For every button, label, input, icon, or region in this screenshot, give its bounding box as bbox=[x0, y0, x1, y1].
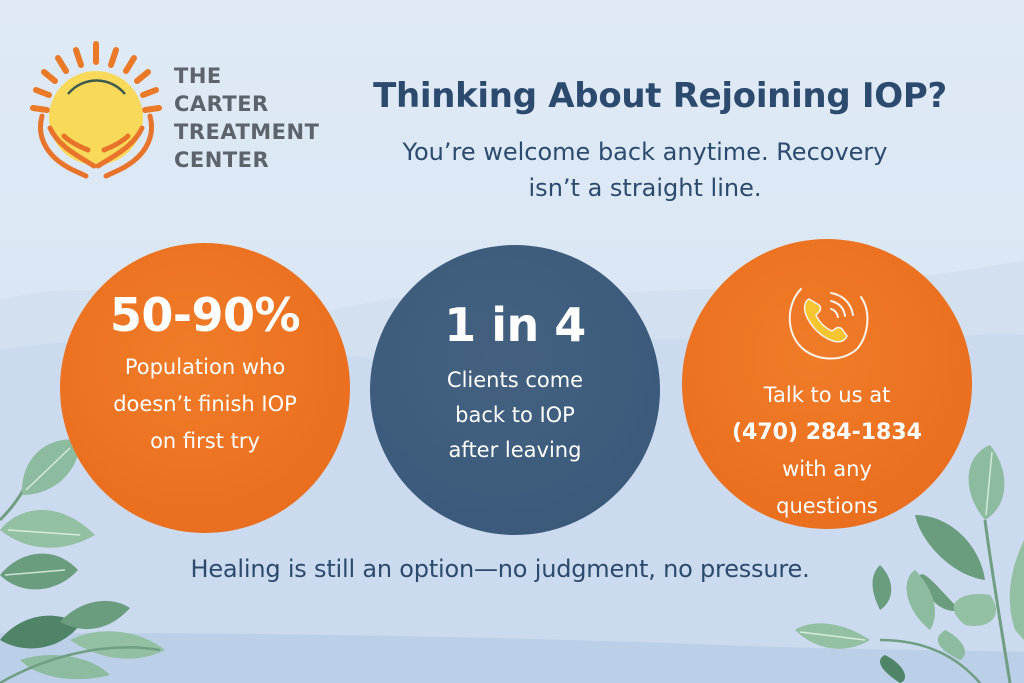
contact-trail-line: questions bbox=[776, 494, 878, 518]
stat-description-line: Clients come bbox=[446, 368, 584, 392]
stat-description-line: doesn’t finish IOP bbox=[113, 392, 297, 416]
stat-circle-incomplete: 50-90% Population who doesn’t finish IOP… bbox=[60, 243, 350, 533]
contact-circle: Talk to us at (470) 284-1834 with any qu… bbox=[682, 239, 972, 529]
stat-circle-return: 1 in 4 Clients come back to IOP after le… bbox=[370, 245, 660, 535]
horizon-band bbox=[0, 632, 1024, 683]
contact-text: Talk to us at (470) 284-1834 with any qu… bbox=[732, 377, 922, 525]
footer-tagline: Healing is still an option—no judgment, … bbox=[190, 555, 810, 583]
stat-value: 1 in 4 bbox=[444, 298, 586, 352]
leaves-left-icon bbox=[0, 439, 165, 683]
subtitle-line: You’re welcome back anytime. Recovery bbox=[402, 138, 888, 166]
stat-value: 50-90% bbox=[109, 288, 301, 342]
page-subtitle: You’re welcome back anytime. Recovery is… bbox=[340, 134, 950, 206]
contact-trail-line: with any bbox=[782, 457, 872, 481]
leaves-right-icon bbox=[795, 445, 1024, 683]
stat-description-line: on first try bbox=[150, 429, 260, 453]
phone-icon bbox=[788, 288, 869, 360]
subtitle-line: isn’t a straight line. bbox=[528, 174, 762, 202]
phone-number-link[interactable]: (470) 284-1834 bbox=[732, 420, 922, 445]
brand-line: CENTER bbox=[174, 148, 270, 172]
stat-description: Clients come back to IOP after leaving bbox=[447, 363, 583, 468]
brand-name: THE CARTER TREATMENT CENTER bbox=[174, 62, 319, 174]
contact-lead: Talk to us at bbox=[763, 383, 891, 407]
page-title: Thinking About Rejoining IOP? bbox=[373, 76, 947, 116]
stat-description-line: back to IOP bbox=[455, 403, 575, 427]
brand-line: TREATMENT bbox=[174, 120, 320, 144]
sun-in-hands-icon bbox=[30, 41, 162, 179]
stat-description: Population who doesn’t finish IOP on fir… bbox=[113, 349, 297, 460]
brand-line: THE bbox=[174, 64, 222, 88]
stat-description-line: Population who bbox=[124, 355, 286, 379]
brand-line: CARTER bbox=[174, 92, 269, 116]
stat-description-line: after leaving bbox=[448, 438, 582, 462]
